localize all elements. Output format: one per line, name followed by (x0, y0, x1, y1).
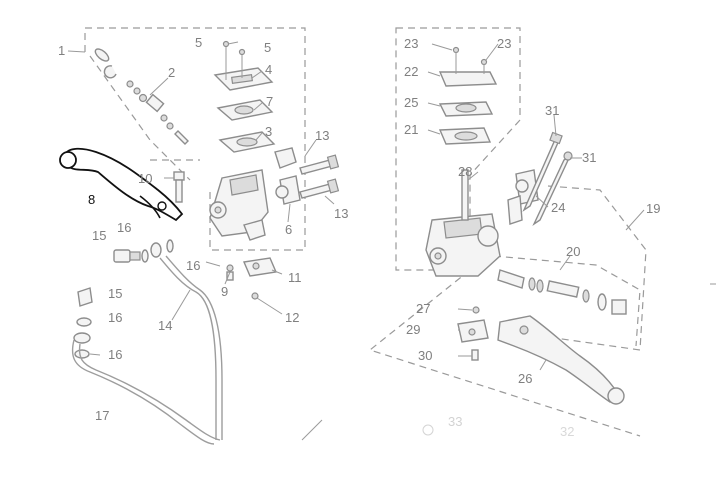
callout-27: 27 (416, 301, 430, 316)
callout-17: 17 (95, 408, 109, 423)
callout-9: 9 (221, 284, 228, 299)
callout-31b: 31 (582, 150, 596, 165)
callout-14: 14 (158, 318, 172, 333)
callout-23a: 23 (404, 36, 418, 51)
callout-11: 11 (288, 270, 302, 285)
group-outline-reservoir (395, 27, 521, 271)
clamp-bolts (299, 154, 340, 199)
callout-5a: 5 (195, 35, 202, 50)
right-master-cylinder-body (425, 169, 539, 277)
left-master-cylinder-body (209, 147, 301, 241)
right-brake-lever (497, 315, 625, 405)
group-outline-19 (368, 185, 647, 437)
callout-5b: 5 (264, 40, 271, 55)
callout-1: 1 (58, 43, 65, 58)
washer-33 (422, 424, 434, 436)
piston-kit (94, 48, 189, 145)
callout-10: 10 (138, 171, 152, 186)
callout-22: 22 (404, 64, 418, 79)
callout-16c: 16 (108, 310, 122, 325)
callout-21: 21 (404, 122, 418, 137)
group-outline-1 (84, 27, 306, 251)
group-outline-20 (493, 255, 641, 347)
left-master-cylinder-assembly: 1 2 3 4 5 5 6 7 8 9 10 11 12 13 13 14 15… (58, 27, 348, 445)
callout-25: 25 (404, 95, 418, 110)
left-leaders (67, 41, 335, 356)
callout-24: 24 (551, 200, 565, 215)
brake-hoses (71, 255, 223, 445)
highlighted-brake-lever (59, 147, 184, 222)
callout-15a: 15 (92, 228, 106, 243)
right-brake-switch (457, 306, 489, 361)
callout-32: 32 (560, 424, 574, 439)
callout-19: 19 (646, 201, 660, 216)
callout-23b: 23 (497, 36, 511, 51)
right-leaders (427, 43, 645, 371)
callout-29: 29 (406, 322, 420, 337)
callout-16a: 16 (117, 220, 131, 235)
callout-12: 12 (285, 310, 299, 325)
callout-7: 7 (266, 94, 273, 109)
brake-switch (226, 257, 277, 300)
callout-2: 2 (168, 65, 175, 80)
callout-3: 3 (265, 124, 272, 139)
callout-33: 33 (448, 414, 462, 429)
callout-30: 30 (418, 348, 432, 363)
callout-31a: 31 (545, 103, 559, 118)
callout-13a: 13 (315, 128, 329, 143)
callout-4: 4 (265, 62, 272, 77)
callout-16d: 16 (108, 347, 122, 362)
callout-26: 26 (518, 371, 532, 386)
right-piston-kit (497, 269, 627, 315)
callout-8: 8 (88, 192, 95, 207)
banjo-fitting (73, 239, 174, 359)
cut-line (301, 419, 323, 441)
callout-20: 20 (566, 244, 580, 259)
callout-15b: 15 (108, 286, 122, 301)
right-reservoir-cap-stack (438, 46, 498, 145)
callout-16b: 16 (186, 258, 200, 273)
callout-28: 28 (458, 164, 472, 179)
callout-13b: 13 (334, 206, 348, 221)
callout-6: 6 (285, 222, 292, 237)
right-master-cylinder-assembly: 19 20 21 22 23 23 24 25 26 27 28 29 30 3… (368, 27, 660, 439)
pivot-bolt (173, 171, 185, 203)
